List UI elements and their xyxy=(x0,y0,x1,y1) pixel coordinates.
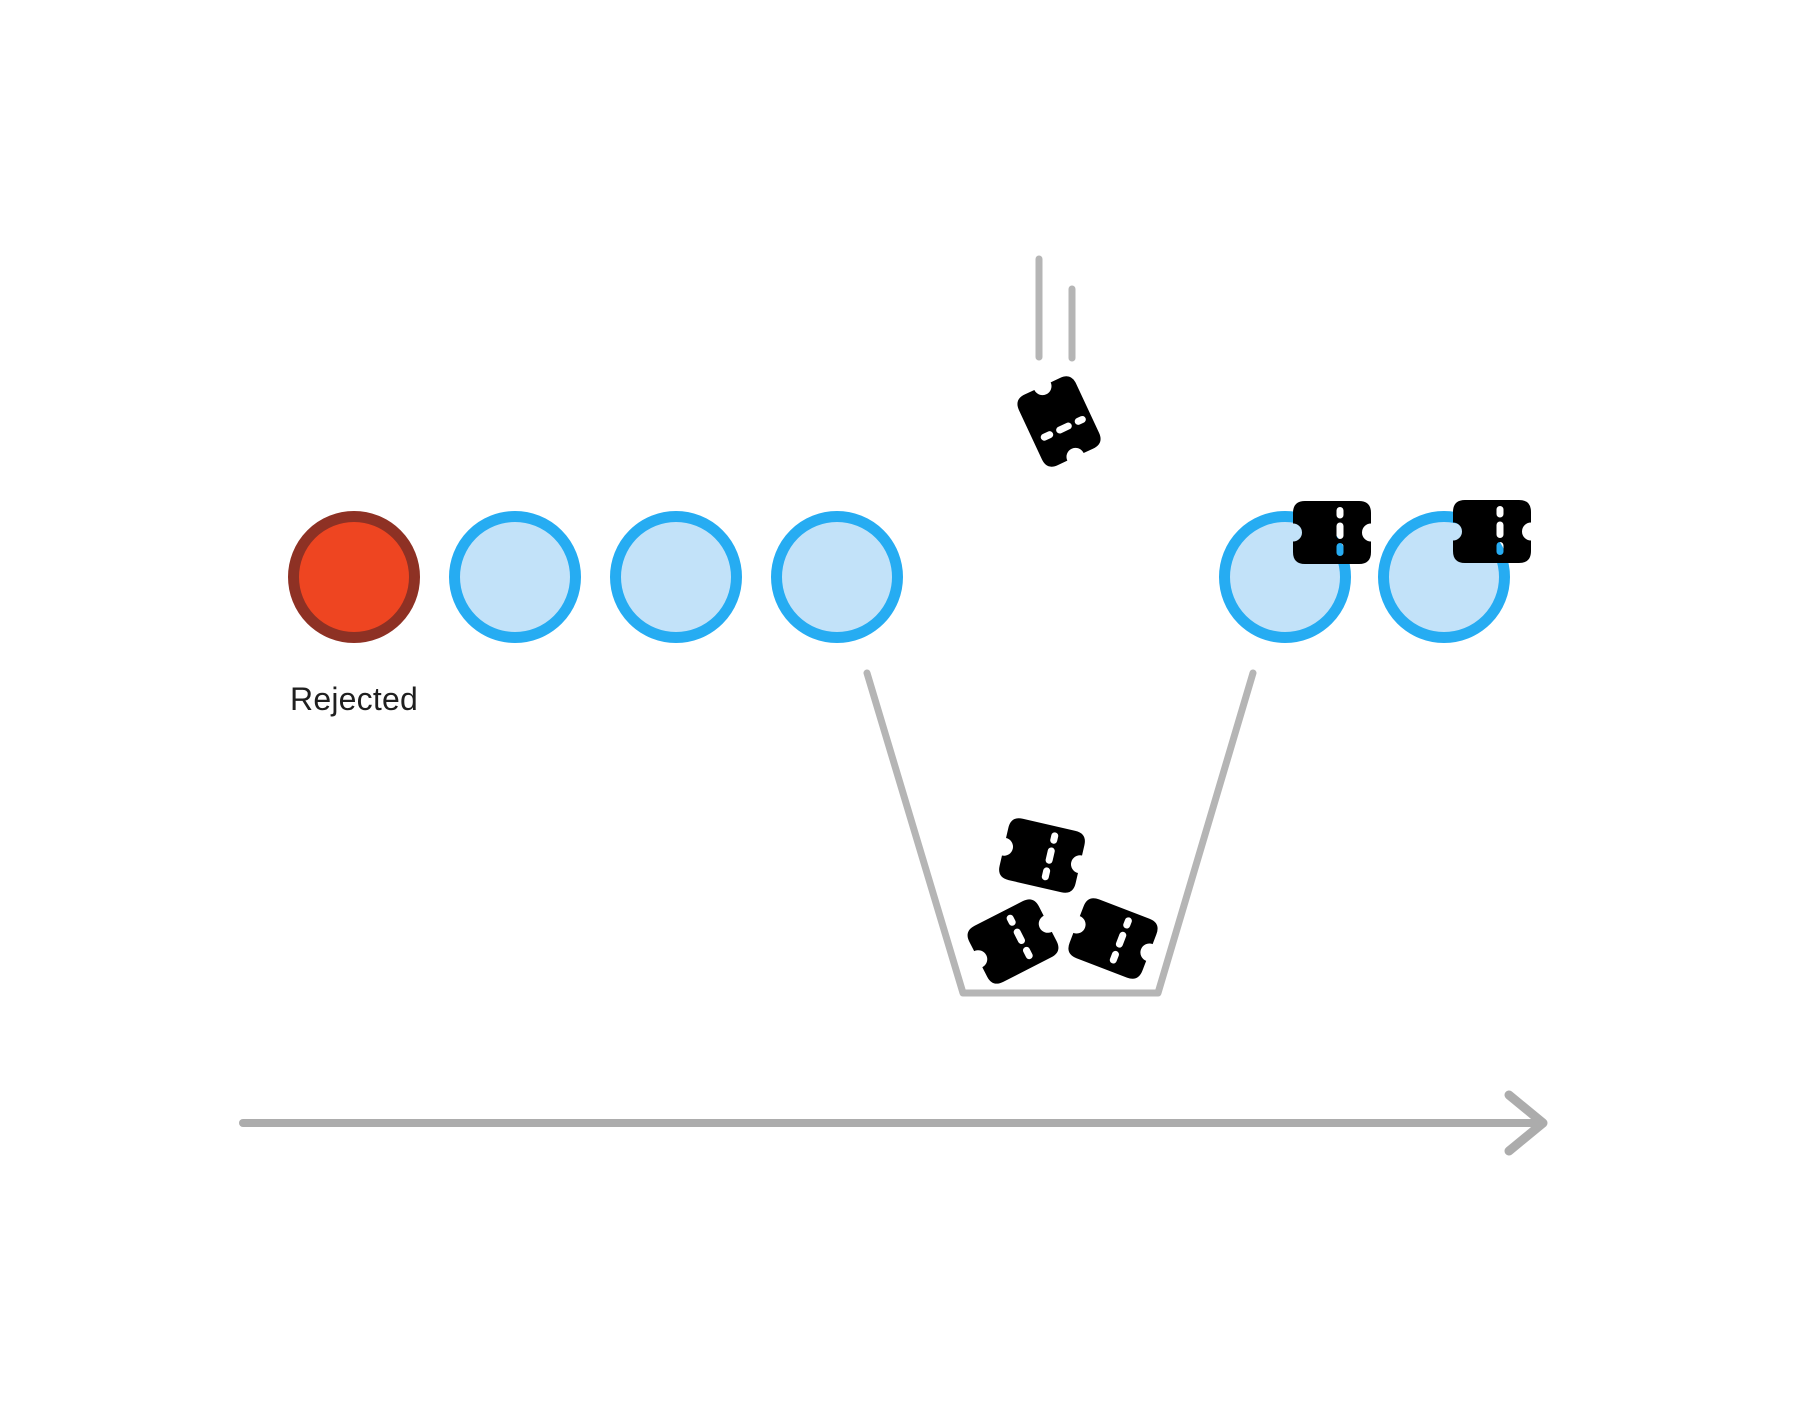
ticket-icon xyxy=(1453,500,1531,563)
motion-lines-icon xyxy=(1035,255,1076,362)
queue-item-circle xyxy=(610,511,742,643)
ticketed-item-circle xyxy=(1378,511,1510,643)
queue-item-circle xyxy=(771,511,903,643)
rejected-label: Rejected xyxy=(290,681,418,717)
queue-item-circle xyxy=(449,511,581,643)
rejected-item-circle xyxy=(288,511,420,643)
flow-arrow-icon xyxy=(239,1090,1548,1156)
ticket-icon xyxy=(1293,501,1371,564)
funnel-bin xyxy=(863,669,1257,997)
